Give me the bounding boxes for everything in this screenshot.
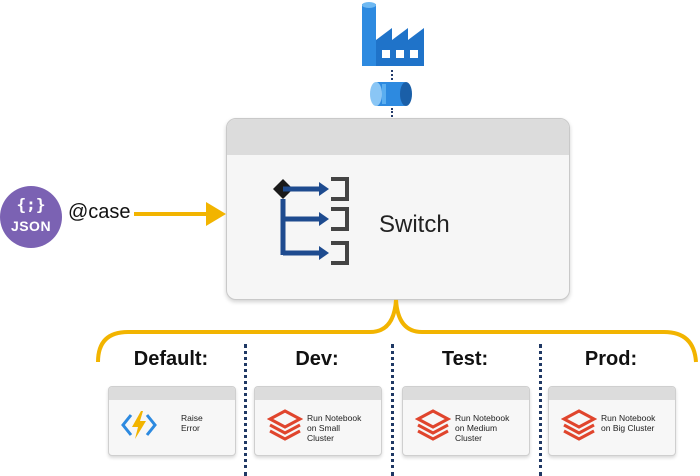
switch-activity-card[interactable]: Switch xyxy=(226,118,570,300)
card-header xyxy=(255,387,381,400)
case-separator xyxy=(391,344,394,476)
cases-brace xyxy=(96,299,698,363)
switch-icon xyxy=(273,177,349,265)
json-input-icon: {;} JSON xyxy=(0,186,62,248)
case-separator xyxy=(539,344,542,476)
activity-run-notebook-medium[interactable]: Run Notebook on Medium Cluster xyxy=(402,386,530,456)
case-label-default: Default: xyxy=(133,348,209,370)
activity-label: Run Notebook on Big Cluster xyxy=(601,413,656,433)
connector-line xyxy=(391,70,393,80)
activity-label: Raise Error xyxy=(181,413,203,433)
activity-label: Run Notebook on Medium Cluster xyxy=(455,413,510,443)
data-factory-icon xyxy=(362,2,424,66)
databricks-icon xyxy=(561,409,597,441)
activity-run-notebook-small[interactable]: Run Notebook on Small Cluster xyxy=(254,386,382,456)
connector-line xyxy=(391,108,393,120)
case-separator xyxy=(244,344,247,476)
input-arrow xyxy=(134,202,226,226)
activity-run-notebook-big[interactable]: Run Notebook on Big Cluster xyxy=(548,386,676,456)
case-label-test: Test: xyxy=(441,348,489,370)
activity-raise-error[interactable]: Raise Error xyxy=(108,386,236,456)
card-header xyxy=(403,387,529,400)
function-lightning-icon xyxy=(121,411,157,439)
databricks-icon xyxy=(267,409,303,441)
switch-title: Switch xyxy=(379,211,450,238)
case-label-prod: Prod: xyxy=(584,348,638,370)
json-braces: {;} xyxy=(16,195,46,214)
case-expression-label: @case xyxy=(68,201,131,223)
card-header xyxy=(109,387,235,400)
card-header xyxy=(227,119,569,155)
card-header xyxy=(549,387,675,400)
case-label-dev: Dev: xyxy=(295,348,339,370)
activity-label: Run Notebook on Small Cluster xyxy=(307,413,362,443)
databricks-icon xyxy=(415,409,451,441)
json-label: JSON xyxy=(10,218,52,234)
pipeline-icon xyxy=(370,82,412,106)
